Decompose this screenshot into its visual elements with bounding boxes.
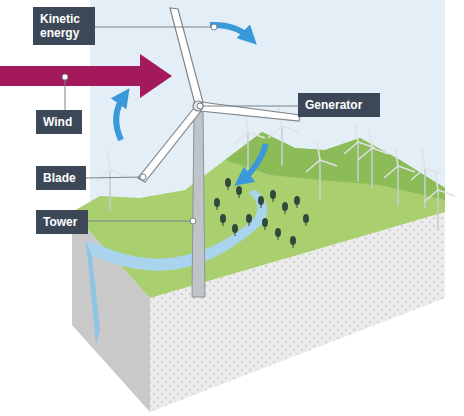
callout-label-box: Blade (36, 166, 86, 190)
callout-label-box: Tower (36, 210, 88, 234)
callout-label: Generator (305, 98, 362, 112)
callout-label: Wind (43, 115, 72, 129)
landscape-block (72, 132, 445, 412)
callout-label-box: Wind (36, 110, 82, 134)
leader-lines (62, 24, 298, 224)
callout-label-box: Generator (298, 93, 380, 117)
trees (214, 178, 309, 248)
rotation-arrows (116, 25, 266, 180)
callout-label: Blade (43, 171, 76, 185)
main-turbine (138, 8, 300, 297)
callout-label-box: Kinetic energy (33, 7, 95, 45)
callout-label: Kinetic energy (40, 12, 88, 40)
wind-arrow (0, 54, 172, 98)
background-turbines (96, 107, 455, 230)
callout-label: Tower (43, 215, 77, 229)
